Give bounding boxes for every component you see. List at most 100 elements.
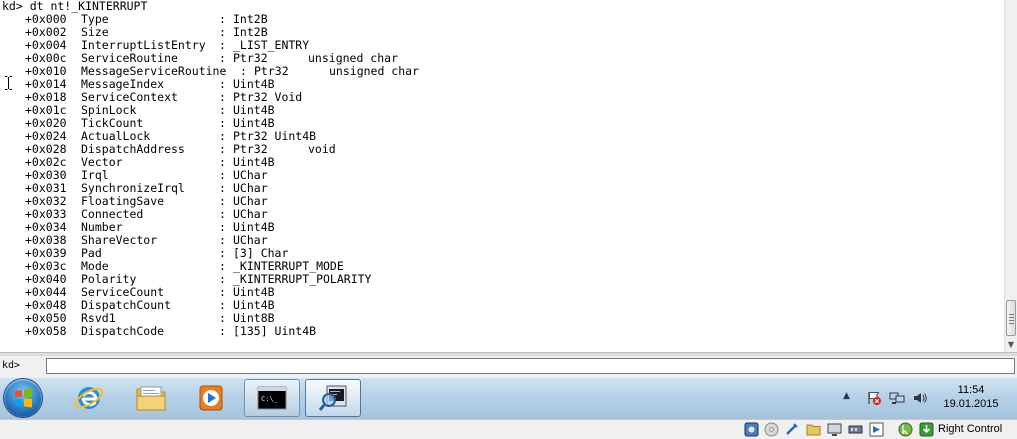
clock-date: 19.01.2015 xyxy=(943,398,999,410)
field-type: _KINTERRUPT_POLARITY xyxy=(233,272,372,286)
keyboard-capture-icon[interactable] xyxy=(919,422,934,437)
field-separator: : xyxy=(219,298,226,312)
video-capture-icon[interactable] xyxy=(869,422,884,437)
field-separator: : xyxy=(219,207,226,221)
field-type: Ptr32 xyxy=(254,64,289,78)
field-separator: : xyxy=(219,311,226,325)
field-type: [3] Char xyxy=(233,246,289,260)
field-offset: +0x044 xyxy=(25,285,67,299)
field-offset: +0x034 xyxy=(25,220,67,234)
virtual-machine-status-bar: Right Control xyxy=(0,419,1017,439)
field-offset: +0x004 xyxy=(25,38,67,52)
field-separator: : xyxy=(219,259,226,273)
field-separator: : xyxy=(219,272,226,286)
field-name: SynchronizeIrql xyxy=(81,181,185,195)
field-separator: : xyxy=(219,194,226,208)
optical-drive-icon[interactable] xyxy=(764,422,779,437)
field-separator: : xyxy=(219,168,226,182)
field-name: Type xyxy=(81,12,109,26)
field-offset: +0x031 xyxy=(25,181,67,195)
field-type: UChar xyxy=(233,194,268,208)
field-type: Ptr32 xyxy=(233,142,268,156)
field-separator: : xyxy=(219,155,226,169)
field-offset: +0x033 xyxy=(25,207,67,221)
field-offset: +0x00c xyxy=(25,51,67,65)
field-type: Uint4B xyxy=(233,155,275,169)
field-type: UChar xyxy=(233,233,268,247)
command-input[interactable] xyxy=(46,358,1015,374)
field-type: Uint4B xyxy=(233,116,275,130)
field-type: UChar xyxy=(233,207,268,221)
field-type-extra: void xyxy=(308,142,336,156)
command-prompt-button[interactable]: C:\_ xyxy=(244,379,300,417)
field-offset: +0x000 xyxy=(25,12,67,26)
field-separator: : xyxy=(240,64,247,78)
taskbar: C:\_ ▲ 11:54 19.01.2015 xyxy=(0,377,1017,419)
display-icon[interactable] xyxy=(827,422,842,437)
field-type: Ptr32 Uint4B xyxy=(233,129,317,143)
field-offset: +0x010 xyxy=(25,64,67,78)
system-clock[interactable]: 11:54 19.01.2015 xyxy=(934,383,1008,411)
usb-icon[interactable] xyxy=(784,422,799,437)
media-player-icon xyxy=(199,385,223,411)
network-icon[interactable] xyxy=(889,390,905,406)
field-offset: +0x032 xyxy=(25,194,67,208)
field-type: Uint4B xyxy=(233,220,275,234)
mouse-integration-icon[interactable] xyxy=(898,422,913,437)
windows-orb-icon[interactable] xyxy=(4,379,42,417)
scrollbar-thumb[interactable] xyxy=(1006,300,1016,336)
field-offset: +0x048 xyxy=(25,298,67,312)
pane-splitter[interactable] xyxy=(0,352,1017,356)
show-hidden-icons-chevron-icon[interactable]: ▲ xyxy=(843,391,850,401)
field-offset: +0x030 xyxy=(25,168,67,182)
field-name: DispatchCount xyxy=(81,298,172,312)
field-name: FloatingSave xyxy=(81,194,165,208)
field-name: ActualLock xyxy=(81,129,151,143)
field-offset: +0x018 xyxy=(25,90,67,104)
field-separator: : xyxy=(219,90,226,104)
media-player-button[interactable] xyxy=(188,379,234,417)
field-name: MessageServiceRoutine xyxy=(81,64,227,78)
command-prompt-icon: C:\_ xyxy=(257,386,287,410)
field-separator: : xyxy=(219,51,226,65)
field-name: Vector xyxy=(81,155,123,169)
field-type: [135] Uint4B xyxy=(233,324,317,338)
field-offset: +0x03c xyxy=(25,259,67,273)
field-separator: : xyxy=(219,246,226,260)
field-name: Polarity xyxy=(81,272,137,286)
windows-explorer-button[interactable] xyxy=(128,379,174,417)
field-type: UChar xyxy=(233,181,268,195)
field-type: Uint4B xyxy=(233,298,275,312)
internet-explorer-button[interactable] xyxy=(66,379,112,417)
field-type: UChar xyxy=(233,168,268,182)
field-name: InterruptListEntry xyxy=(81,38,206,52)
field-type: Int2B xyxy=(233,12,268,26)
field-name: SpinLock xyxy=(81,103,137,117)
field-type: Uint4B xyxy=(233,285,275,299)
field-separator: : xyxy=(219,25,226,39)
field-offset: +0x002 xyxy=(25,25,67,39)
hard-disk-icon[interactable] xyxy=(744,422,759,437)
windbg-button[interactable] xyxy=(305,379,361,417)
text-cursor-icon xyxy=(5,76,12,90)
field-name: DispatchAddress xyxy=(81,142,185,156)
field-name: MessageIndex xyxy=(81,77,165,91)
field-offset: +0x014 xyxy=(25,77,67,91)
field-name: ServiceCount xyxy=(81,285,165,299)
volume-icon[interactable] xyxy=(912,390,928,406)
field-separator: : xyxy=(219,142,226,156)
network-adapter-icon[interactable] xyxy=(848,422,863,437)
field-type-extra: unsigned char xyxy=(329,64,420,78)
field-separator: : xyxy=(219,38,226,52)
scroll-down-arrow-icon[interactable]: ▼ xyxy=(1007,340,1015,349)
command-bar: kd> xyxy=(0,356,1017,377)
field-type: Ptr32 Void xyxy=(233,90,303,104)
field-type: Ptr32 xyxy=(233,51,268,65)
shared-folder-icon[interactable] xyxy=(806,422,821,437)
internet-explorer-icon xyxy=(74,387,104,409)
field-name: Number xyxy=(81,220,123,234)
vertical-scrollbar[interactable]: ▼ xyxy=(1004,0,1017,352)
field-name: Irql xyxy=(81,168,109,182)
action-center-icon[interactable] xyxy=(866,390,882,406)
